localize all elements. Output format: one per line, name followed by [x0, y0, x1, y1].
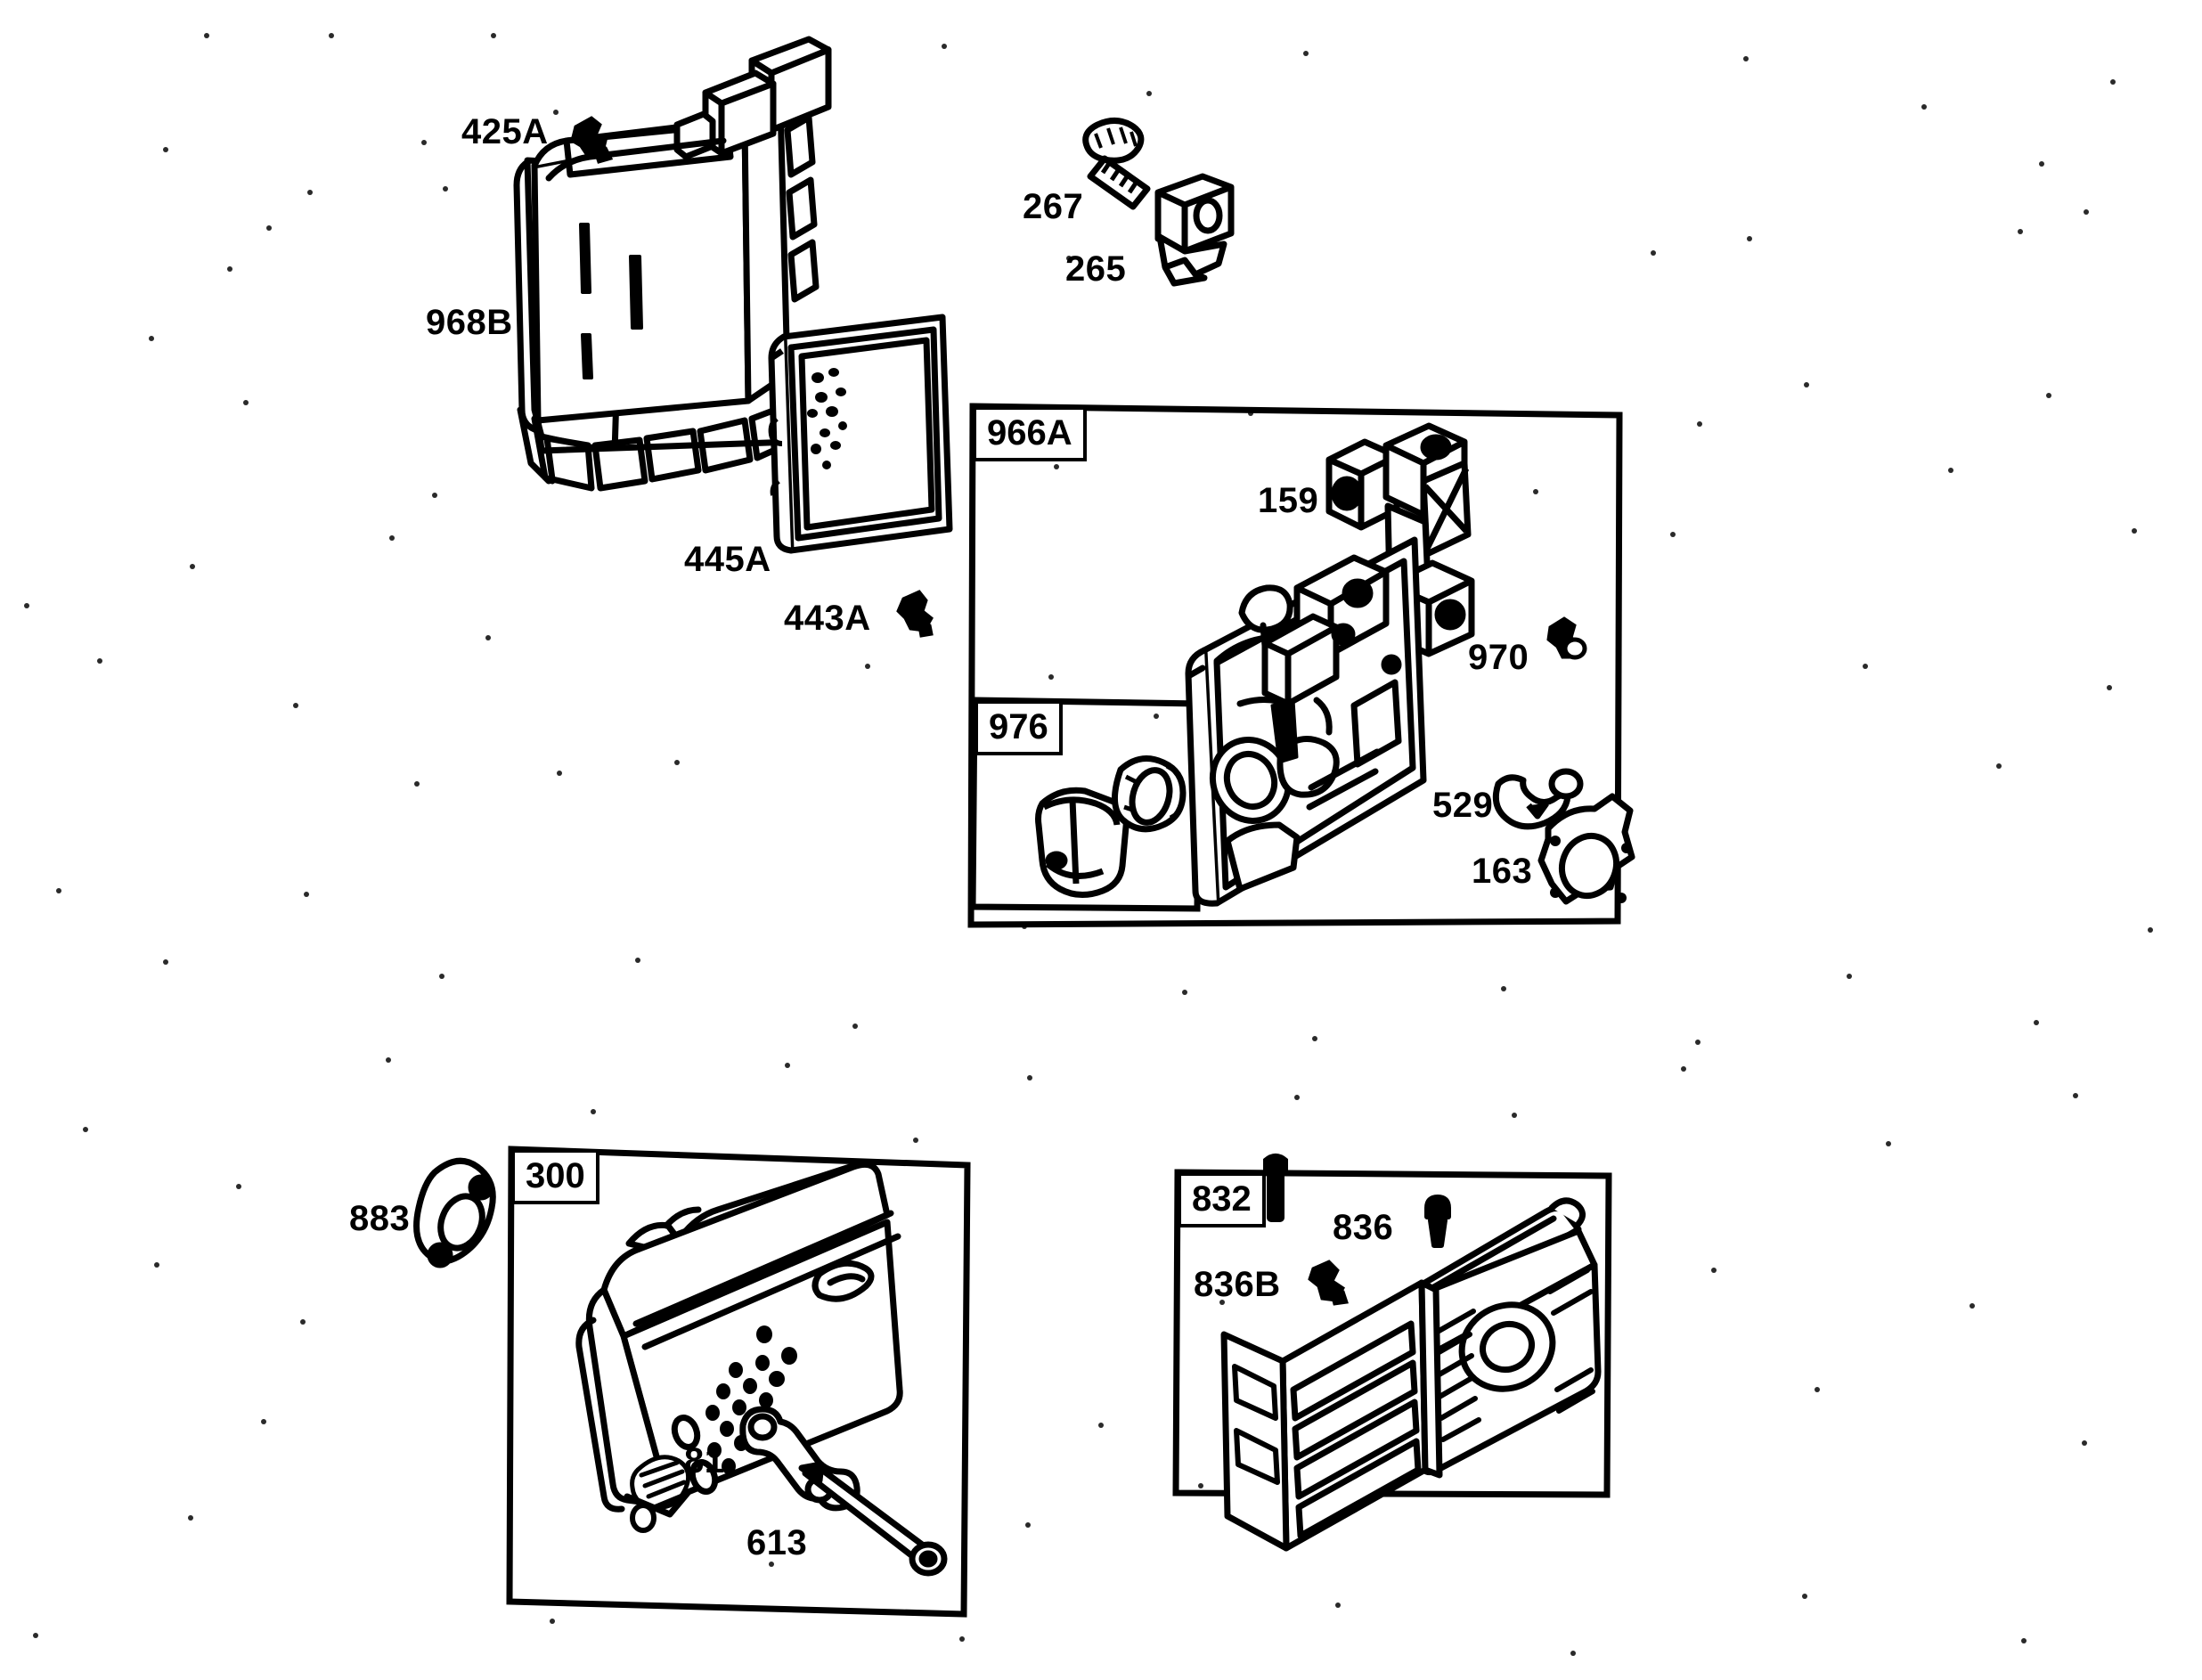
part-425a-screw	[570, 116, 614, 164]
part-832-screw-overlay	[1263, 1154, 1288, 1222]
group-box-300-outline	[506, 1146, 971, 1618]
part-163-gasket	[1537, 793, 1635, 905]
part-970-screw	[1546, 616, 1587, 660]
part-976-primer-bulb	[1035, 755, 1187, 898]
part-883-exhaust-gasket	[413, 1157, 496, 1268]
callout-836: 836	[1333, 1208, 1394, 1247]
callout-968b: 968B	[426, 303, 513, 342]
callout-163: 163	[1472, 852, 1533, 891]
part-968b-air-cleaner-cover	[513, 36, 832, 492]
callout-425a: 425A	[461, 112, 549, 151]
part-445a-air-filter-element	[768, 314, 953, 554]
part-836-screw	[1424, 1195, 1451, 1248]
callout-267: 267	[1023, 187, 1084, 226]
part-265-clip-bracket	[1154, 173, 1235, 287]
group-box-label-300: 300	[511, 1149, 599, 1204]
part-443a-screw	[896, 590, 934, 638]
callout-529: 529	[1432, 786, 1494, 825]
callout-265: 265	[1065, 249, 1127, 289]
part-267-screw	[1082, 118, 1151, 210]
callout-970: 970	[1468, 638, 1529, 677]
group-box-label-976: 976	[975, 700, 1063, 755]
part-300-muffler	[575, 1161, 903, 1533]
callout-159: 159	[1258, 481, 1319, 520]
part-613-stud-bolt	[798, 1461, 948, 1577]
part-832-blower-housing	[1220, 1197, 1602, 1552]
callout-445a: 445A	[684, 540, 771, 579]
callout-613: 613	[746, 1523, 808, 1562]
group-box-976-outline	[969, 697, 1203, 912]
part-836b-screw	[1308, 1260, 1349, 1306]
callout-443a: 443A	[784, 599, 871, 638]
callout-883: 883	[349, 1199, 411, 1238]
group-box-label-966a: 966A	[973, 406, 1087, 461]
callout-81: 81	[684, 1441, 725, 1480]
part-529-link	[1492, 768, 1584, 830]
group-box-832-outline	[1172, 1169, 1612, 1498]
scan-noise-speckles	[24, 33, 2153, 1656]
callout-836b: 836B	[1194, 1265, 1281, 1304]
part-966a-air-cleaner-body	[1185, 536, 1427, 907]
group-box-label-832: 832	[1178, 1172, 1266, 1227]
